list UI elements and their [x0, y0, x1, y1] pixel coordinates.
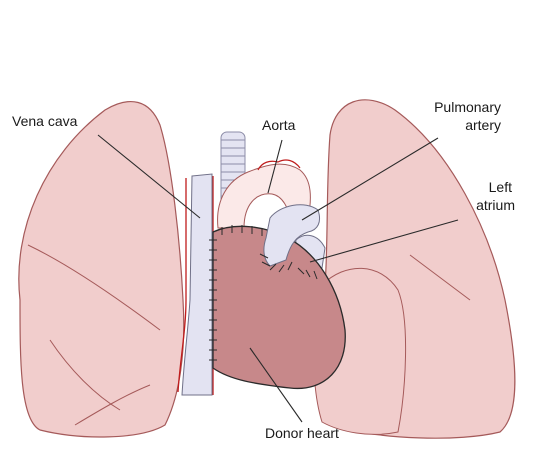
label-left-atrium-line2: atrium: [476, 197, 515, 213]
leader-aorta: [267, 139, 283, 194]
heart-sutures: [209, 225, 263, 361]
leader-left-atrium: [309, 219, 459, 263]
pulmonary-artery: [263, 204, 321, 267]
leader-pulmonary-artery: [301, 137, 439, 221]
left-lung-fissure-3: [74, 384, 151, 426]
label-left-atrium-line1: Left: [489, 179, 512, 195]
leader-donor-heart: [249, 347, 303, 423]
pulmonary-artery-sutures: [259, 253, 293, 273]
leader-vena-cava: [97, 134, 201, 219]
left-lung-fissure-1: [27, 244, 161, 331]
label-vena-cava: Vena cava: [12, 113, 78, 129]
label-aorta: Aorta: [262, 117, 296, 133]
label-pulmonary-artery-line2: artery: [465, 117, 501, 133]
aorta: [217, 163, 311, 229]
left-lung: [18, 101, 185, 438]
vena-cava: [181, 173, 213, 396]
right-lung-fissure: [409, 254, 471, 301]
aorta-branches: [257, 159, 301, 171]
left-atrium-sutures: [297, 267, 318, 280]
label-pulmonary-artery-line1: Pulmonary: [434, 99, 501, 115]
leader-lines: [97, 134, 459, 423]
left-lung-fissure-2: [49, 339, 121, 411]
label-donor-heart: Donor heart: [265, 425, 339, 441]
red-vessel-left: [177, 178, 187, 393]
